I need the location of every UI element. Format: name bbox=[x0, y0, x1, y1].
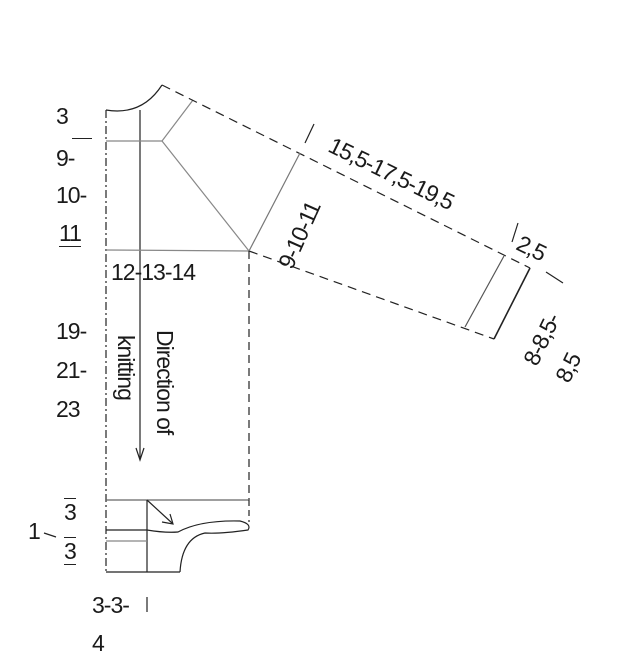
pocket-width-line2: 4 bbox=[92, 630, 105, 656]
body-length-line2: 21- bbox=[56, 357, 87, 383]
armhole-depth-line1: 9- bbox=[56, 145, 75, 171]
pocket-width-line1: 3-3- bbox=[92, 592, 130, 618]
pocket-curve bbox=[106, 520, 250, 573]
neck-depth-label: 3 bbox=[56, 103, 69, 129]
pocket-side-label: 1 bbox=[28, 518, 41, 544]
pocket-upper-label: 3 bbox=[64, 498, 77, 525]
neck-curve bbox=[105, 84, 163, 112]
sleeve-top-edge bbox=[161, 84, 531, 269]
divider bbox=[72, 138, 92, 139]
pocket-arrow bbox=[146, 499, 173, 524]
cuff-edge bbox=[493, 267, 531, 340]
width-label: 12-13-14 bbox=[111, 259, 196, 285]
pocket-lower-label: 3 bbox=[64, 537, 77, 565]
direction-label-line1: Direction of bbox=[152, 330, 178, 435]
body-length-line1: 19- bbox=[56, 318, 87, 344]
direction-label-line2: knitting bbox=[113, 335, 139, 400]
armhole-depth-line2: 10- bbox=[56, 182, 87, 208]
sleeve-bottom-edge bbox=[248, 250, 495, 340]
body-length-line3: 23 bbox=[56, 396, 81, 422]
armhole-depth-line3: 11 bbox=[59, 220, 82, 247]
